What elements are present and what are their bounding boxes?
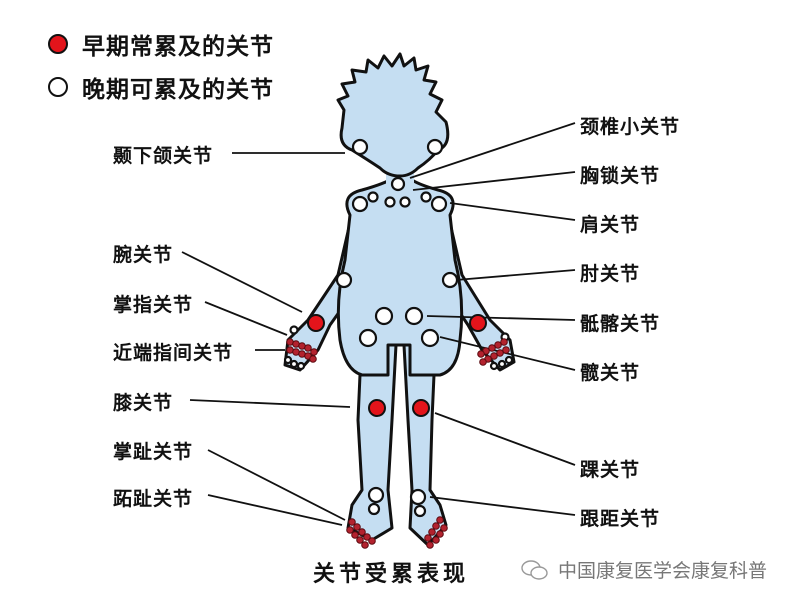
label-mcp: 掌指关节 [113,294,194,316]
label-knee: 膝关节 [113,392,174,414]
label-mtp: 掌趾关节 [113,441,194,463]
label-subtalar: 跟距关节 [580,508,661,530]
red-dot-icon [48,34,68,54]
legend-early-label: 早期常累及的关节 [82,34,274,60]
watermark-text: 中国康复医学会康复科普 [558,560,768,582]
white-dot-icon [48,77,68,97]
label-sternoclavicular: 胸锁关节 [580,165,661,187]
label-cervical: 颈椎小关节 [580,116,681,138]
label-ip-toe: 跖趾关节 [113,488,194,510]
label-shoulder: 肩关节 [580,214,641,236]
label-ankle: 踝关节 [580,459,641,481]
legend-late: 晚期可累及的关节 [48,70,274,104]
label-sacroiliac: 骶髂关节 [580,313,661,335]
label-tmj: 颞下颌关节 [113,145,214,167]
label-elbow: 肘关节 [580,263,641,285]
figure-caption: 关节受累表现 [313,562,470,587]
label-hip: 髋关节 [580,362,641,384]
watermark: 中国康复医学会康复科普 [520,556,767,583]
label-pip: 近端指间关节 [113,342,234,364]
legend-late-label: 晚期可累及的关节 [82,77,274,103]
wechat-icon [521,559,548,580]
label-wrist: 腕关节 [113,244,174,266]
legend-early: 早期常累及的关节 [48,27,274,61]
